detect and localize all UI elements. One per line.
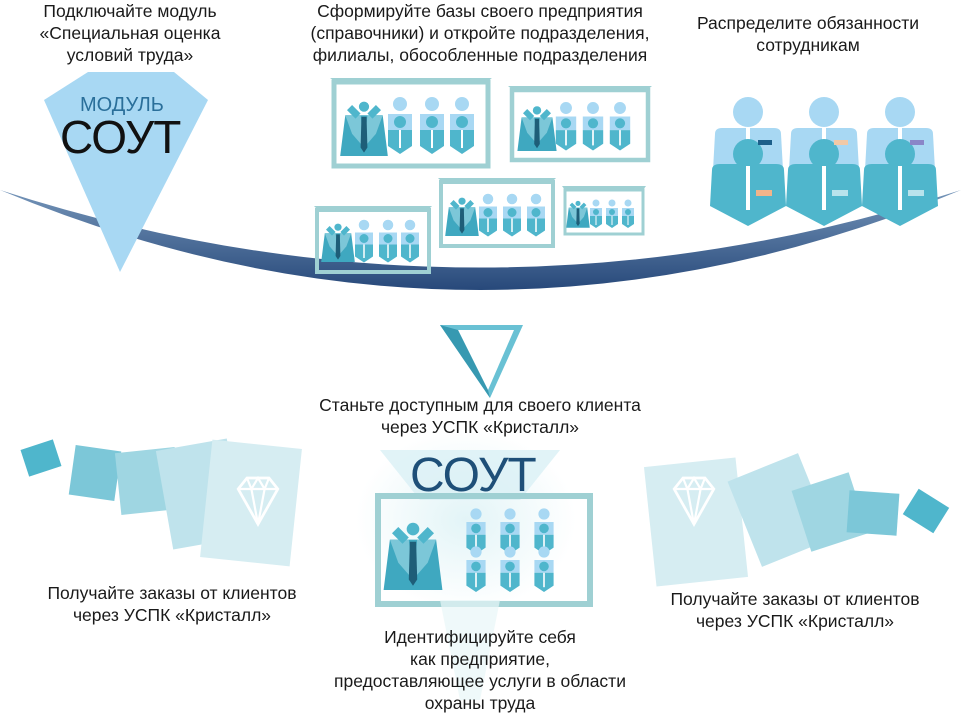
module-small-label: МОДУЛЬ: [80, 94, 164, 116]
module-big-label: СОУТ: [60, 111, 181, 163]
module-shield-icon: [44, 72, 208, 272]
badge-icon: [756, 190, 772, 196]
available-caption: Станьте доступным для своего клиента чер…: [319, 395, 641, 437]
funnel-icon: [440, 325, 523, 398]
badge-icon: [834, 140, 848, 145]
left-orders-caption: Получайте заказы от клиентов через УСПК …: [47, 583, 297, 625]
department-frame-5: [562, 186, 646, 236]
staff-caption: Распределите обязанности сотрудникам: [696, 13, 920, 55]
badge-icon: [832, 190, 848, 196]
module-caption: Подключайте модуль «Специальная оценка у…: [39, 1, 221, 65]
department-frame-1: [330, 78, 492, 169]
right-orders-caption: Получайте заказы от клиентов через УСПК …: [670, 589, 920, 631]
center-soute-label: СОУТ: [410, 449, 537, 502]
department-frame-2: [508, 86, 652, 163]
department-frame-3: [438, 178, 556, 248]
right-cards: [643, 453, 950, 587]
left-cards: [20, 438, 302, 567]
badge-icon: [908, 190, 924, 196]
badge-icon: [910, 140, 924, 145]
badge-icon: [758, 140, 772, 145]
center-panel: [356, 430, 593, 700]
identify-caption: Идентифицируйте себя как предприятие, пр…: [334, 627, 626, 713]
bases-caption: Сформируйте базы своего предприятия (спр…: [310, 1, 650, 65]
department-frame-4: [314, 206, 432, 274]
staff-figures: [710, 97, 938, 226]
arc-divider: [0, 190, 961, 290]
